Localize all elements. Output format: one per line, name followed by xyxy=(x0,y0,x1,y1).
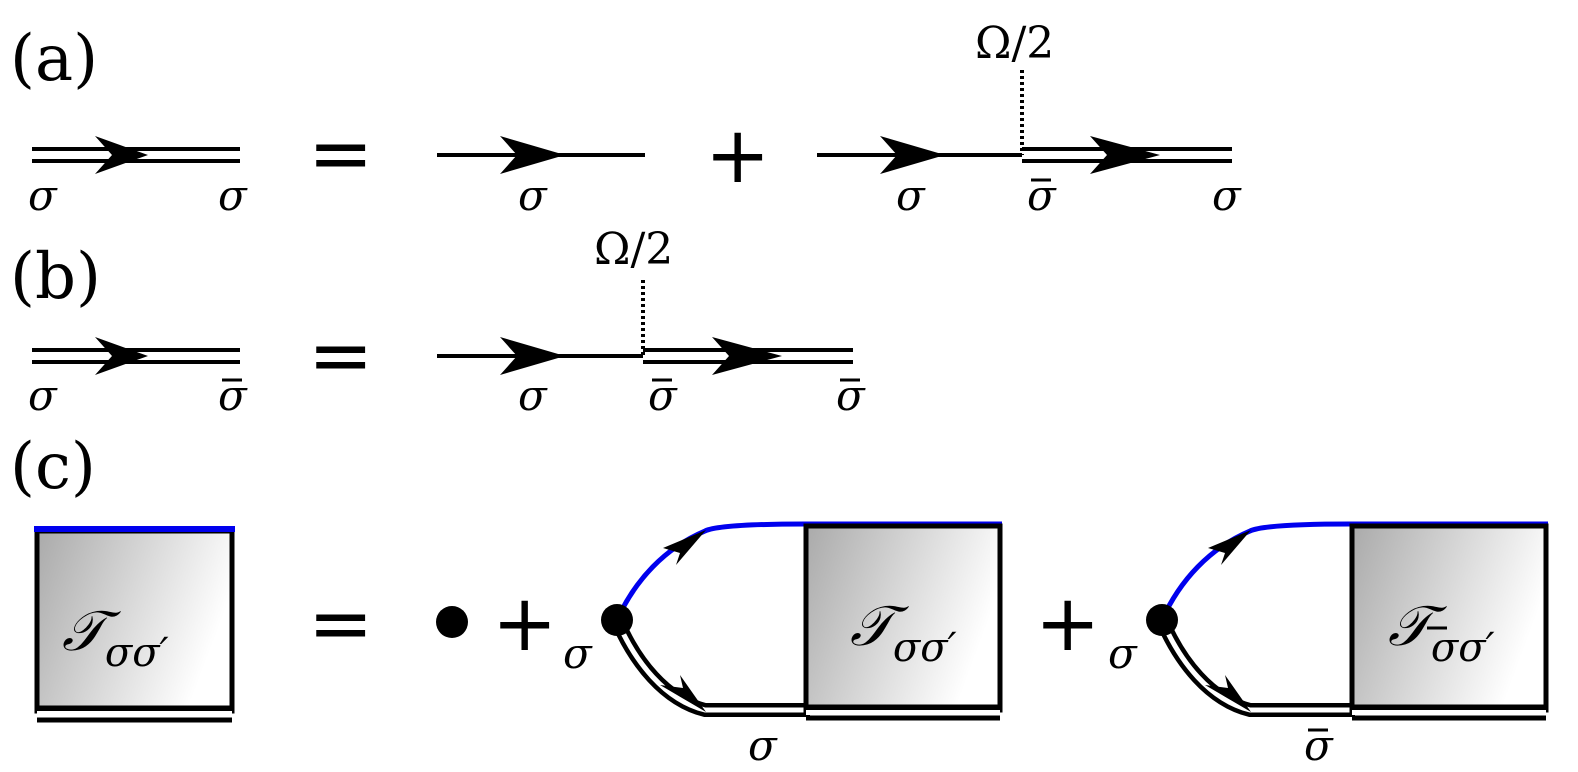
panel-b-term-mid-spin: σ xyxy=(648,371,678,420)
panel-a-lhs-dressed-propagator xyxy=(32,136,240,174)
panel-a-bare-spin: σ xyxy=(518,171,548,220)
panel-b-vertex-label: Ω/2 xyxy=(594,224,673,275)
panel-b-rhs-term xyxy=(437,280,853,375)
panel-b-lhs-left-spin: σ xyxy=(28,371,58,420)
panel-b: (b) σ σ = Ω/2 σ σ σ xyxy=(10,224,866,420)
panel-c-loop-term-2 xyxy=(1146,521,1549,721)
panel-a-equals: = xyxy=(308,109,373,199)
panel-a-lhs-left-spin: σ xyxy=(28,171,58,220)
panel-a-vertex-label: Ω/2 xyxy=(975,18,1054,69)
panel-b-lhs-right-spin: σ xyxy=(218,371,248,420)
panel-c-bare-vertex-dot xyxy=(436,606,468,638)
panel-c-loop-1-vertex-dot xyxy=(601,604,633,636)
panel-c: (c) 𝒯σσ′ = + σ σ 𝒯σσ′ + xyxy=(10,430,1549,770)
panel-a-term2-mid-spin: σ xyxy=(1027,171,1057,220)
panel-c-loop-1-vertex-spin: σ xyxy=(563,629,593,678)
panel-c-plus-1: + xyxy=(492,579,557,669)
panel-b-term-left-spin: σ xyxy=(518,371,548,420)
panel-b-label: (b) xyxy=(10,240,101,314)
panel-c-loop-1-bottom-spin: σ xyxy=(748,721,778,770)
panel-b-equals: = xyxy=(308,311,373,401)
panel-c-plus-2: + xyxy=(1035,579,1100,669)
panel-b-term-right-spin: σ xyxy=(836,371,866,420)
panel-c-lhs-t-matrix-box xyxy=(34,526,235,723)
panel-a-lhs-right-spin: σ xyxy=(218,171,248,220)
panel-c-box-2-symbol: 𝒯σσ′ xyxy=(1388,594,1495,671)
panel-c-loop-2-vertex-dot xyxy=(1146,604,1178,636)
panel-a-term2-left-spin: σ xyxy=(896,171,926,220)
panel-a: (a) σ σ = σ + Ω/2 σ σ σ xyxy=(10,18,1242,220)
panel-c-box-2-sub: σσ′ xyxy=(1431,625,1495,671)
panel-c-equals: = xyxy=(308,579,373,669)
panel-c-label: (c) xyxy=(10,430,96,504)
panel-a-second-term xyxy=(817,70,1232,174)
panel-a-plus: + xyxy=(705,111,770,201)
panel-c-box-1-symbol: 𝒯σσ′ xyxy=(850,594,957,671)
panel-c-loop-term-1 xyxy=(601,521,1003,721)
panel-c-loop-2-vertex-spin: σ xyxy=(1108,629,1138,678)
panel-a-term2-right-spin: σ xyxy=(1212,171,1242,220)
panel-c-loop-2-bottom-spin: σ xyxy=(1304,721,1334,770)
panel-b-lhs-dressed-propagator xyxy=(32,337,240,375)
panel-a-label: (a) xyxy=(10,22,98,96)
panel-a-bare-propagator xyxy=(437,136,645,174)
